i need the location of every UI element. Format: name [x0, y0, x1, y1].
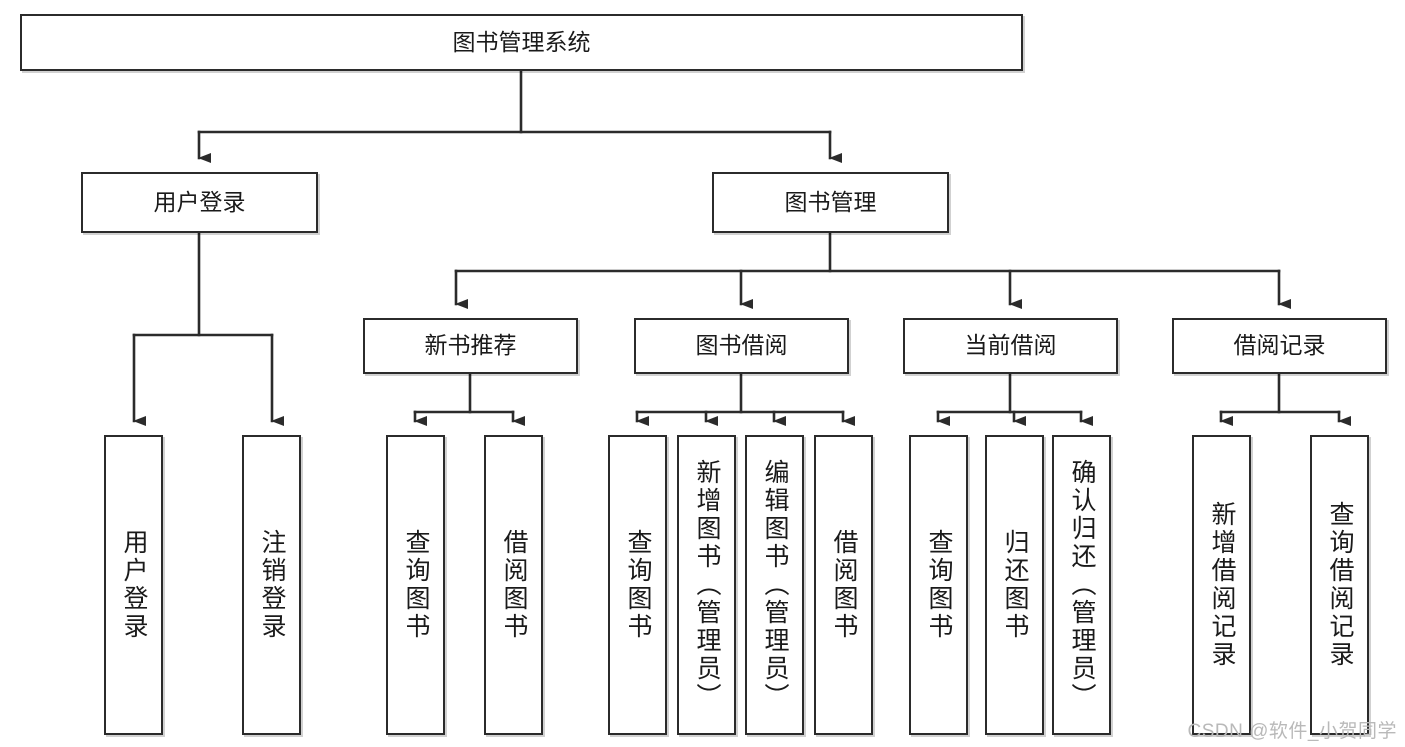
- node-root[interactable]: 图书管理系统: [20, 14, 1023, 71]
- node-book-manage-label: 图书管理: [784, 188, 877, 215]
- node-leaf-borrow-book-2[interactable]: 借阅图书: [814, 435, 873, 735]
- node-leaf-add-book-admin[interactable]: 新增图书（管理员）: [677, 435, 736, 735]
- node-leaf-borrow-book-1-label: 借阅图书: [500, 529, 528, 641]
- node-leaf-query-borrow-record-label: 查询借阅记录: [1326, 501, 1354, 669]
- node-leaf-return-book[interactable]: 归还图书: [985, 435, 1044, 735]
- node-book-borrow[interactable]: 图书借阅: [634, 318, 849, 374]
- node-leaf-add-book-admin-label: 新增图书（管理员）: [693, 459, 721, 711]
- node-leaf-query-book-1-label: 查询图书: [402, 529, 430, 641]
- node-leaf-query-book-3-label: 查询图书: [925, 529, 953, 641]
- node-book-manage[interactable]: 图书管理: [712, 172, 949, 233]
- node-root-label: 图书管理系统: [452, 28, 591, 55]
- node-leaf-edit-book-admin-label: 编辑图书（管理员）: [761, 459, 789, 711]
- node-user-login-label: 用户登录: [153, 188, 246, 215]
- node-leaf-return-book-label: 归还图书: [1001, 529, 1029, 641]
- node-leaf-user-logout-label: 注销登录: [258, 529, 286, 641]
- node-current-borrow[interactable]: 当前借阅: [903, 318, 1118, 374]
- node-borrow-record[interactable]: 借阅记录: [1172, 318, 1387, 374]
- node-new-book-recommend[interactable]: 新书推荐: [363, 318, 578, 374]
- node-current-borrow-label: 当前借阅: [964, 332, 1057, 359]
- node-leaf-borrow-book-1[interactable]: 借阅图书: [484, 435, 543, 735]
- node-leaf-confirm-return-admin-label: 确认归还（管理员）: [1068, 459, 1096, 711]
- node-leaf-user-logout[interactable]: 注销登录: [242, 435, 301, 735]
- node-leaf-edit-book-admin[interactable]: 编辑图书（管理员）: [745, 435, 804, 735]
- node-borrow-record-label: 借阅记录: [1233, 332, 1326, 359]
- node-leaf-add-borrow-record[interactable]: 新增借阅记录: [1192, 435, 1251, 735]
- node-book-borrow-label: 图书借阅: [695, 332, 788, 359]
- node-leaf-user-login[interactable]: 用户登录: [104, 435, 163, 735]
- node-leaf-query-book-2[interactable]: 查询图书: [608, 435, 667, 735]
- node-leaf-query-borrow-record[interactable]: 查询借阅记录: [1310, 435, 1369, 735]
- node-leaf-user-login-label: 用户登录: [120, 529, 148, 641]
- node-leaf-query-book-1[interactable]: 查询图书: [386, 435, 445, 735]
- node-leaf-query-book-3[interactable]: 查询图书: [909, 435, 968, 735]
- watermark-text: CSDN @软件_小贺同学: [1187, 721, 1397, 742]
- node-user-login[interactable]: 用户登录: [81, 172, 318, 233]
- node-leaf-query-book-2-label: 查询图书: [624, 529, 652, 641]
- node-leaf-borrow-book-2-label: 借阅图书: [830, 529, 858, 641]
- node-leaf-add-borrow-record-label: 新增借阅记录: [1208, 501, 1236, 669]
- node-new-book-recommend-label: 新书推荐: [424, 332, 517, 359]
- node-leaf-confirm-return-admin[interactable]: 确认归还（管理员）: [1052, 435, 1111, 735]
